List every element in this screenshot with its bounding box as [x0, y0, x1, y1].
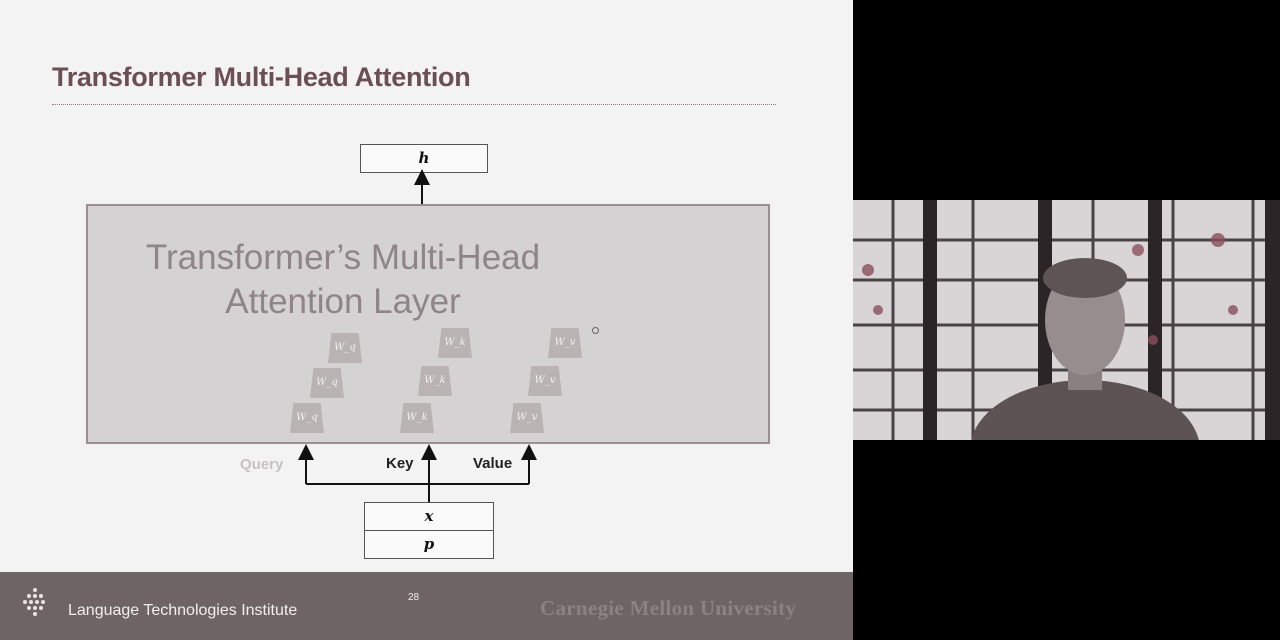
slide: Transformer Multi-Head Attention h Trans…	[0, 0, 853, 640]
key-weight-1: W_k	[400, 403, 434, 433]
query-weight-2: W_q	[310, 368, 344, 398]
slide-title: Transformer Multi-Head Attention	[52, 62, 471, 92]
institute-name: Language Technologies Institute	[68, 602, 298, 619]
query-label: Query	[240, 456, 284, 473]
output-h-box: h	[360, 144, 488, 173]
input-p-symbol: p	[423, 535, 435, 553]
input-p-box: p	[364, 530, 494, 559]
layer-title: Transformer’s Multi-Head Attention Layer	[86, 236, 770, 324]
slide-footer: Language Technologies Institute 28 Carne…	[0, 572, 853, 640]
key-label: Key	[386, 455, 414, 472]
layer-title-line1: Transformer’s Multi-Head	[145, 238, 541, 277]
value-weight-2: W_v	[528, 366, 562, 396]
university-wordmark: Carnegie Mellon University	[540, 596, 797, 620]
key-weight-2: W_k	[418, 366, 452, 396]
diagram-arrows	[298, 169, 537, 502]
key-weight-3: W_k	[438, 328, 472, 358]
presenter-video-icon	[853, 200, 1280, 440]
presenter-video	[853, 200, 1280, 440]
query-weight-1: W_q	[290, 403, 324, 433]
output-h-symbol: h	[418, 149, 430, 167]
lti-logo-icon	[23, 588, 45, 616]
value-weight-1: W_v	[510, 403, 544, 433]
title-divider	[52, 104, 776, 105]
query-weight-3: W_q	[328, 333, 362, 363]
cursor-dot	[592, 327, 599, 334]
value-label: Value	[473, 455, 513, 472]
input-x-symbol: x	[424, 507, 434, 525]
layer-title-line2: Attention Layer	[225, 282, 461, 321]
input-x-box: x	[364, 502, 494, 531]
page-number: 28	[408, 592, 420, 603]
value-weight-3: W_v	[548, 328, 582, 358]
